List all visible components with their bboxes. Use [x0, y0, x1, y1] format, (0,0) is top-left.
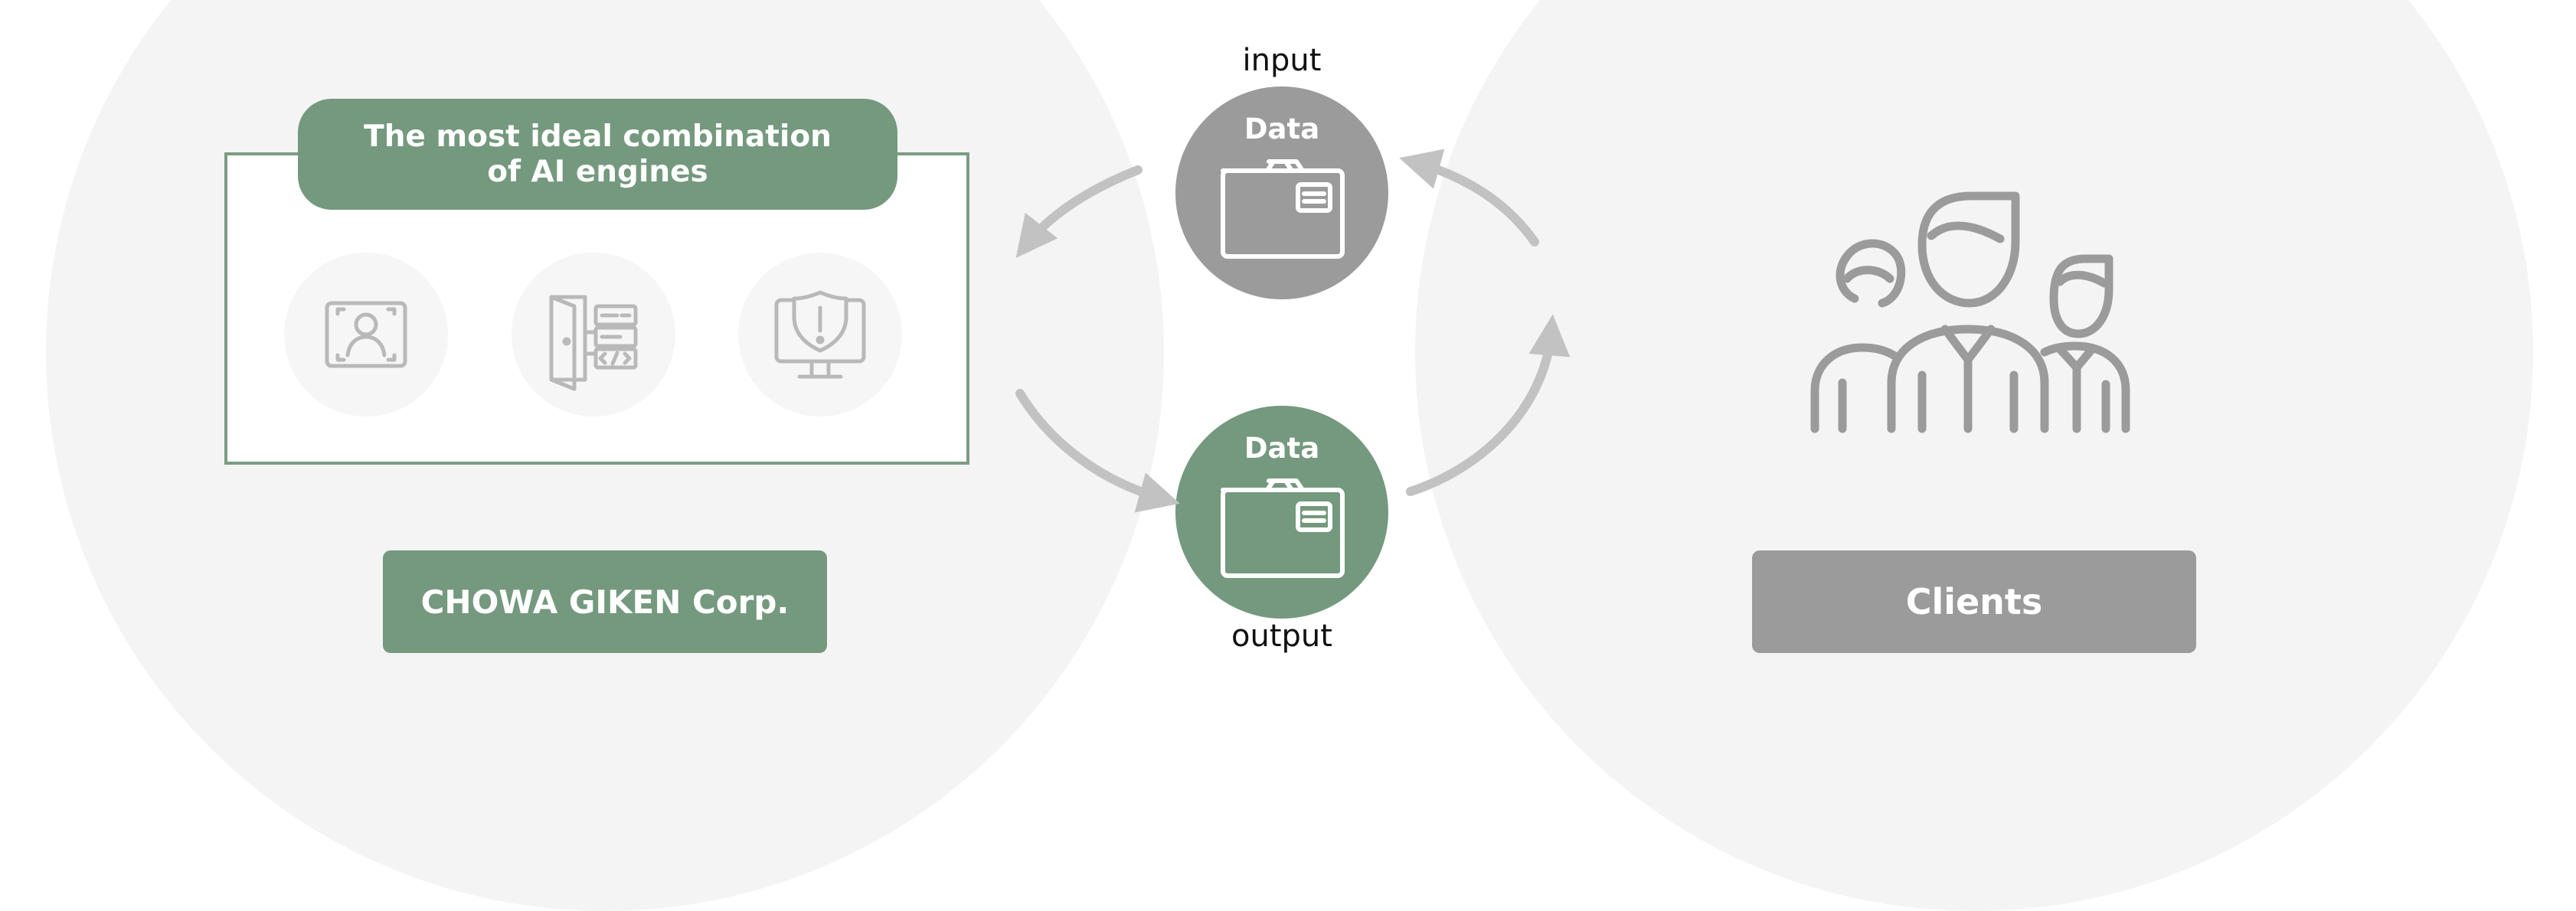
flow-arrows	[1015, 149, 1571, 513]
ai-engines-title: The most ideal combination of AI engines	[298, 99, 897, 210]
arrow-company-to-output	[1015, 389, 1180, 513]
output-data-label: Data	[1244, 432, 1320, 465]
folder-document-icon	[1221, 159, 1345, 259]
arrow-input-to-company	[1015, 165, 1143, 258]
engine-door-code-access	[512, 253, 675, 416]
output-data-node: Data	[1175, 406, 1388, 619]
data-flow-diagram: The most ideal combination of AI engines	[46, 0, 2533, 911]
arrow-output-to-clients	[1406, 314, 1571, 496]
ai-engines-title-line2: of AI engines	[487, 154, 708, 189]
engine-security-alert	[738, 253, 902, 416]
ai-engines-title-line1: The most ideal combination	[364, 119, 832, 154]
input-data-node: Data	[1175, 87, 1388, 299]
engine-face-recognition	[284, 253, 448, 416]
door-code-access-icon	[549, 295, 638, 391]
folder-document-icon	[1221, 478, 1345, 578]
output-label: output	[1231, 619, 1332, 654]
clients-label: Clients	[1752, 550, 2196, 653]
input-data-label: Data	[1244, 113, 1320, 145]
face-recognition-icon	[325, 301, 407, 368]
security-alert-monitor-icon	[774, 290, 866, 379]
arrow-clients-to-input	[1399, 149, 1539, 247]
company-label: CHOWA GIKEN Corp.	[383, 550, 827, 653]
people-group-icon	[1810, 191, 2130, 433]
input-label: input	[1242, 43, 1322, 78]
